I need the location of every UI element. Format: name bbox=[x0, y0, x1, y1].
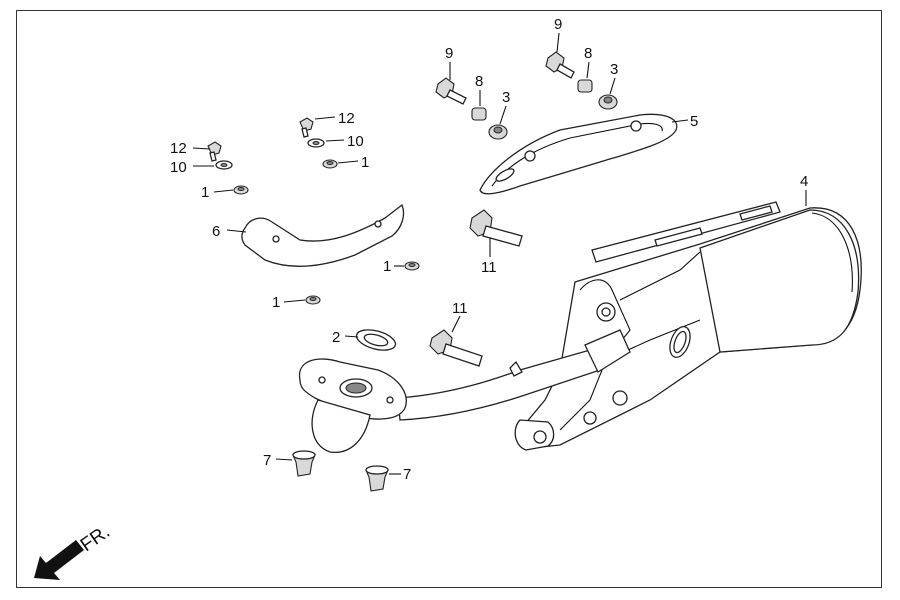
callout-1: 1 bbox=[361, 154, 369, 171]
callout-3: 3 bbox=[610, 61, 618, 78]
callout-2: 2 bbox=[332, 329, 340, 346]
washer-10-a bbox=[307, 138, 325, 148]
bolt-11-upper bbox=[469, 209, 523, 247]
callout-11: 11 bbox=[481, 259, 497, 276]
callout-1: 1 bbox=[272, 294, 280, 311]
callout-7: 7 bbox=[263, 452, 271, 469]
exhaust-pipe bbox=[298, 329, 631, 453]
callout-11: 11 bbox=[452, 300, 468, 317]
grommet-3-right bbox=[598, 94, 618, 110]
nut-1-b bbox=[233, 185, 249, 195]
callout-12: 12 bbox=[338, 110, 355, 127]
callout-9: 9 bbox=[445, 45, 453, 62]
bracket bbox=[241, 203, 405, 267]
callout-10: 10 bbox=[347, 133, 364, 150]
bolt-9-left bbox=[435, 77, 467, 105]
callout-9: 9 bbox=[554, 16, 562, 33]
collar-8-left bbox=[471, 107, 487, 121]
callout-1: 1 bbox=[383, 258, 391, 275]
callout-7: 7 bbox=[403, 466, 411, 483]
heat-shield-upper bbox=[479, 113, 678, 195]
callout-8: 8 bbox=[584, 45, 592, 62]
callout-1: 1 bbox=[201, 184, 209, 201]
nut-1-c bbox=[404, 261, 420, 271]
grommet-3-left bbox=[488, 124, 508, 140]
nut-1-a bbox=[322, 159, 338, 169]
muffler-assembly bbox=[514, 201, 862, 451]
callout-6: 6 bbox=[212, 223, 220, 240]
nut-1-d bbox=[305, 295, 321, 305]
gasket bbox=[355, 329, 397, 351]
clip-7-b bbox=[365, 465, 389, 492]
callout-10: 10 bbox=[170, 159, 187, 176]
fasteners bbox=[207, 51, 618, 492]
bolt-12-b bbox=[207, 141, 222, 162]
callout-3: 3 bbox=[502, 89, 510, 106]
bolt-11-lower bbox=[429, 329, 483, 367]
collar-8-right bbox=[577, 79, 593, 93]
front-direction-indicator: FR. bbox=[34, 521, 114, 580]
washer-10-b bbox=[215, 160, 233, 170]
callouts: 9 8 3 9 8 3 5 12 10 1 12 10 1 6 11 4 1 1… bbox=[170, 16, 808, 483]
bolt-12-a bbox=[299, 117, 314, 138]
callout-5: 5 bbox=[690, 113, 698, 130]
leader-lines bbox=[192, 32, 807, 475]
bolt-9-right bbox=[545, 51, 575, 79]
callout-8: 8 bbox=[475, 73, 483, 90]
callout-12: 12 bbox=[170, 140, 187, 157]
front-arrow-icon bbox=[34, 540, 84, 580]
clip-7-a bbox=[292, 450, 316, 477]
callout-4: 4 bbox=[800, 173, 808, 190]
